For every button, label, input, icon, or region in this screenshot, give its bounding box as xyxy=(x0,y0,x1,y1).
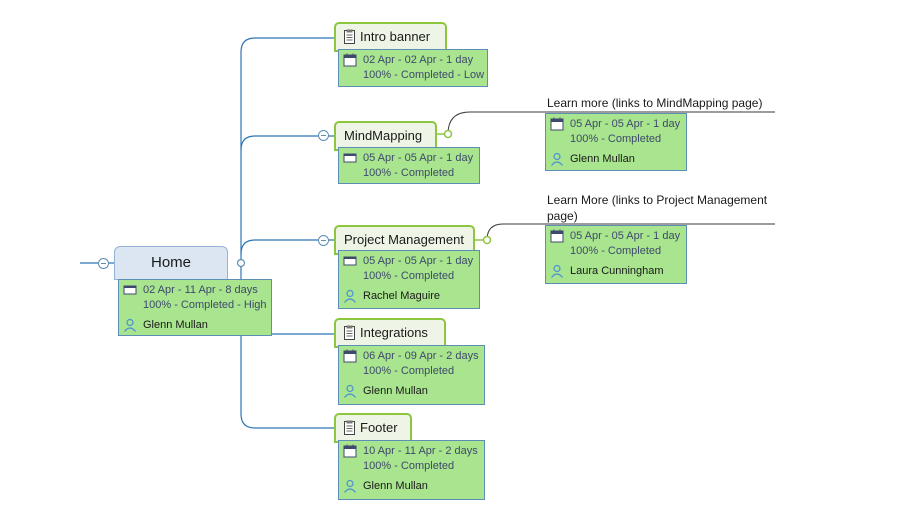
topic-title: Project Management xyxy=(344,232,464,247)
calendar-icon xyxy=(550,117,564,131)
task-status: 100% - Completed - High xyxy=(143,299,267,311)
collapse-icon[interactable] xyxy=(318,130,329,141)
task-dates: 05 Apr - 05 Apr - 1 day xyxy=(570,118,681,130)
task-resource: Rachel Maguire xyxy=(363,289,441,302)
document-icon xyxy=(344,420,355,435)
subtopic-learn-more-project-management[interactable]: Learn More (links to Project Management … xyxy=(547,192,767,224)
task-resource: Glenn Mullan xyxy=(143,318,208,331)
task-status: 100% - Completed xyxy=(363,365,455,377)
task-flag-icon xyxy=(343,256,357,266)
task-dates: 02 Apr - 11 Apr - 8 days xyxy=(143,284,258,296)
topic-title: MindMapping xyxy=(344,128,423,143)
topic-title: Intro banner xyxy=(360,29,431,44)
task-dates: 05 Apr - 05 Apr - 1 day xyxy=(363,152,474,164)
task-info-mindmapping[interactable]: 05 Apr - 05 Apr - 1 day 100% - Completed xyxy=(338,147,480,184)
task-resource: Glenn Mullan xyxy=(363,479,428,492)
task-resource: Laura Cunningham xyxy=(570,264,664,277)
topic-integrations[interactable]: Integrations xyxy=(334,318,446,348)
subtopic-title-line-2: page) xyxy=(547,209,578,223)
task-flag-icon xyxy=(343,153,357,163)
person-icon xyxy=(344,289,356,303)
root-task-info[interactable]: 02 Apr - 11 Apr - 8 days 100% - Complete… xyxy=(118,279,272,336)
task-status: 100% - Completed xyxy=(363,460,455,472)
task-info-learn-more-mindmapping[interactable]: 05 Apr - 05 Apr - 1 day 100% - Completed… xyxy=(545,113,687,171)
person-icon xyxy=(551,264,563,278)
person-icon xyxy=(551,152,563,166)
root-topic-title: Home xyxy=(150,254,191,271)
task-dates: 10 Apr - 11 Apr - 2 days xyxy=(363,445,478,457)
calendar-icon xyxy=(343,349,357,363)
calendar-icon xyxy=(343,53,357,67)
task-resource: Glenn Mullan xyxy=(570,152,635,165)
topic-intro-banner[interactable]: Intro banner xyxy=(334,22,447,52)
document-icon xyxy=(344,325,355,340)
task-status: 100% - Completed xyxy=(570,133,662,145)
subtopic-title-line-1: Learn More (links to Project Management xyxy=(547,193,768,207)
task-info-footer[interactable]: 10 Apr - 11 Apr - 2 days 100% - Complete… xyxy=(338,440,485,500)
task-info-integrations[interactable]: 06 Apr - 09 Apr - 2 days 100% - Complete… xyxy=(338,345,485,405)
task-info-intro-banner[interactable]: 02 Apr - 02 Apr - 1 day 100% - Completed… xyxy=(338,49,488,87)
topic-title: Footer xyxy=(360,420,398,435)
task-status: 100% - Completed xyxy=(363,167,455,179)
task-info-learn-more-project-management[interactable]: 05 Apr - 05 Apr - 1 day 100% - Completed… xyxy=(545,225,687,284)
person-icon xyxy=(124,318,136,332)
task-status: 100% - Completed xyxy=(363,270,455,282)
topic-mindmapping[interactable]: MindMapping xyxy=(334,121,437,151)
collapse-icon[interactable] xyxy=(98,258,109,269)
root-topic-home[interactable]: Home xyxy=(114,246,228,280)
topic-title: Integrations xyxy=(360,325,428,340)
task-resource: Glenn Mullan xyxy=(363,384,428,397)
person-icon xyxy=(344,479,356,493)
subtopic-learn-more-mindmapping[interactable]: Learn more (links to MindMapping page) xyxy=(547,95,762,111)
task-status: 100% - Completed xyxy=(570,245,662,257)
task-dates: 06 Apr - 09 Apr - 2 days xyxy=(363,350,479,362)
task-dates: 05 Apr - 05 Apr - 1 day xyxy=(363,255,474,267)
task-flag-icon xyxy=(123,285,137,295)
task-status: 100% - Completed - Low xyxy=(363,69,485,81)
calendar-icon xyxy=(343,444,357,458)
subtopic-title: Learn more (links to MindMapping page) xyxy=(547,96,763,110)
task-dates: 05 Apr - 05 Apr - 1 day xyxy=(570,230,681,242)
calendar-icon xyxy=(550,229,564,243)
person-icon xyxy=(344,384,356,398)
task-info-project-management[interactable]: 05 Apr - 05 Apr - 1 day 100% - Completed… xyxy=(338,250,480,309)
collapse-icon[interactable] xyxy=(318,235,329,246)
topic-footer[interactable]: Footer xyxy=(334,413,412,443)
task-dates: 02 Apr - 02 Apr - 1 day xyxy=(363,54,474,66)
document-icon xyxy=(344,29,355,44)
